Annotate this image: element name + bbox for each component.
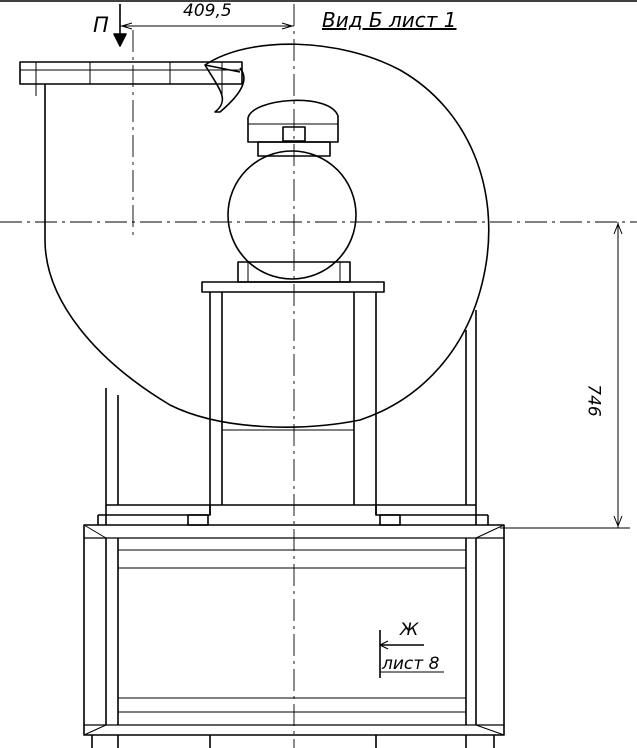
base-frame: [84, 525, 504, 735]
motor-platform: [202, 282, 384, 292]
section-label: П: [93, 13, 109, 37]
outlet-flange: [20, 62, 242, 84]
motor-fan-cover: [248, 100, 338, 142]
dimension-top: 409,5: [183, 1, 232, 21]
motor-body: [228, 151, 356, 279]
section-zh-label: Ж: [400, 620, 419, 640]
sheet-reference: лист 8: [382, 654, 440, 674]
terminal-box: [283, 127, 305, 141]
section-arrow-head: [114, 34, 126, 46]
fan-volute-casing: [45, 44, 489, 427]
view-reference: Вид Б лист 1: [322, 8, 457, 32]
dimension-right: 746: [583, 384, 604, 417]
